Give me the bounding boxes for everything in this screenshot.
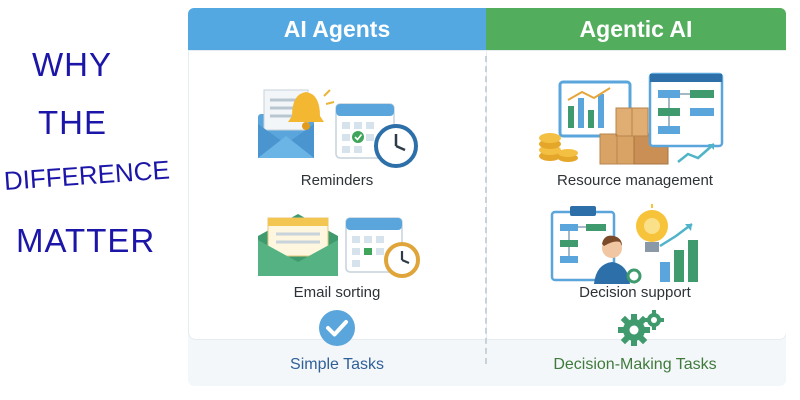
coins-icon [539,133,578,162]
side-title-line-1: WHY [32,46,112,83]
side-title: WHY THE DIFFERENCE MATTER [0,0,200,400]
bar-chart-icon [659,223,698,282]
header-ai-agents: AI Agents [188,8,486,50]
person-icon [594,235,630,284]
comparison-panel: AI Agents Agentic AI [188,8,786,386]
item-label-decision-support: Decision support [579,284,691,301]
envelope-icon [258,214,338,276]
side-title-line-3: DIFFERENCE [2,154,171,196]
agentic-ai-card [486,50,786,340]
flowchart-icon [648,72,724,163]
clock-icon [374,124,418,168]
gears-icon [626,268,642,284]
email-sorting-illustration [258,214,420,278]
header-agentic-ai: Agentic AI [486,8,786,50]
side-title-line-4: MATTER [16,222,156,259]
item-label-reminders: Reminders [300,172,374,189]
ai-agents-card [188,50,487,340]
footer-label-decision-making-tasks: Decision-Making Tasks [553,356,717,373]
decision-support-illustration [550,204,698,284]
side-title-line-2: THE [38,104,107,141]
resource-management-illustration [539,72,724,165]
gears-icon [618,310,664,346]
item-label-email-sorting: Email sorting [293,284,381,301]
reminders-illustration [258,89,418,168]
bell-icon [288,89,335,130]
lightbulb-icon [636,204,668,252]
footer-label-simple-tasks: Simple Tasks [290,356,384,373]
checkmark-icon [319,310,355,346]
dashboard-icon [558,80,632,138]
item-label-resource-management: Resource management [557,172,713,189]
clock-icon [384,242,420,278]
column-divider [485,56,487,364]
